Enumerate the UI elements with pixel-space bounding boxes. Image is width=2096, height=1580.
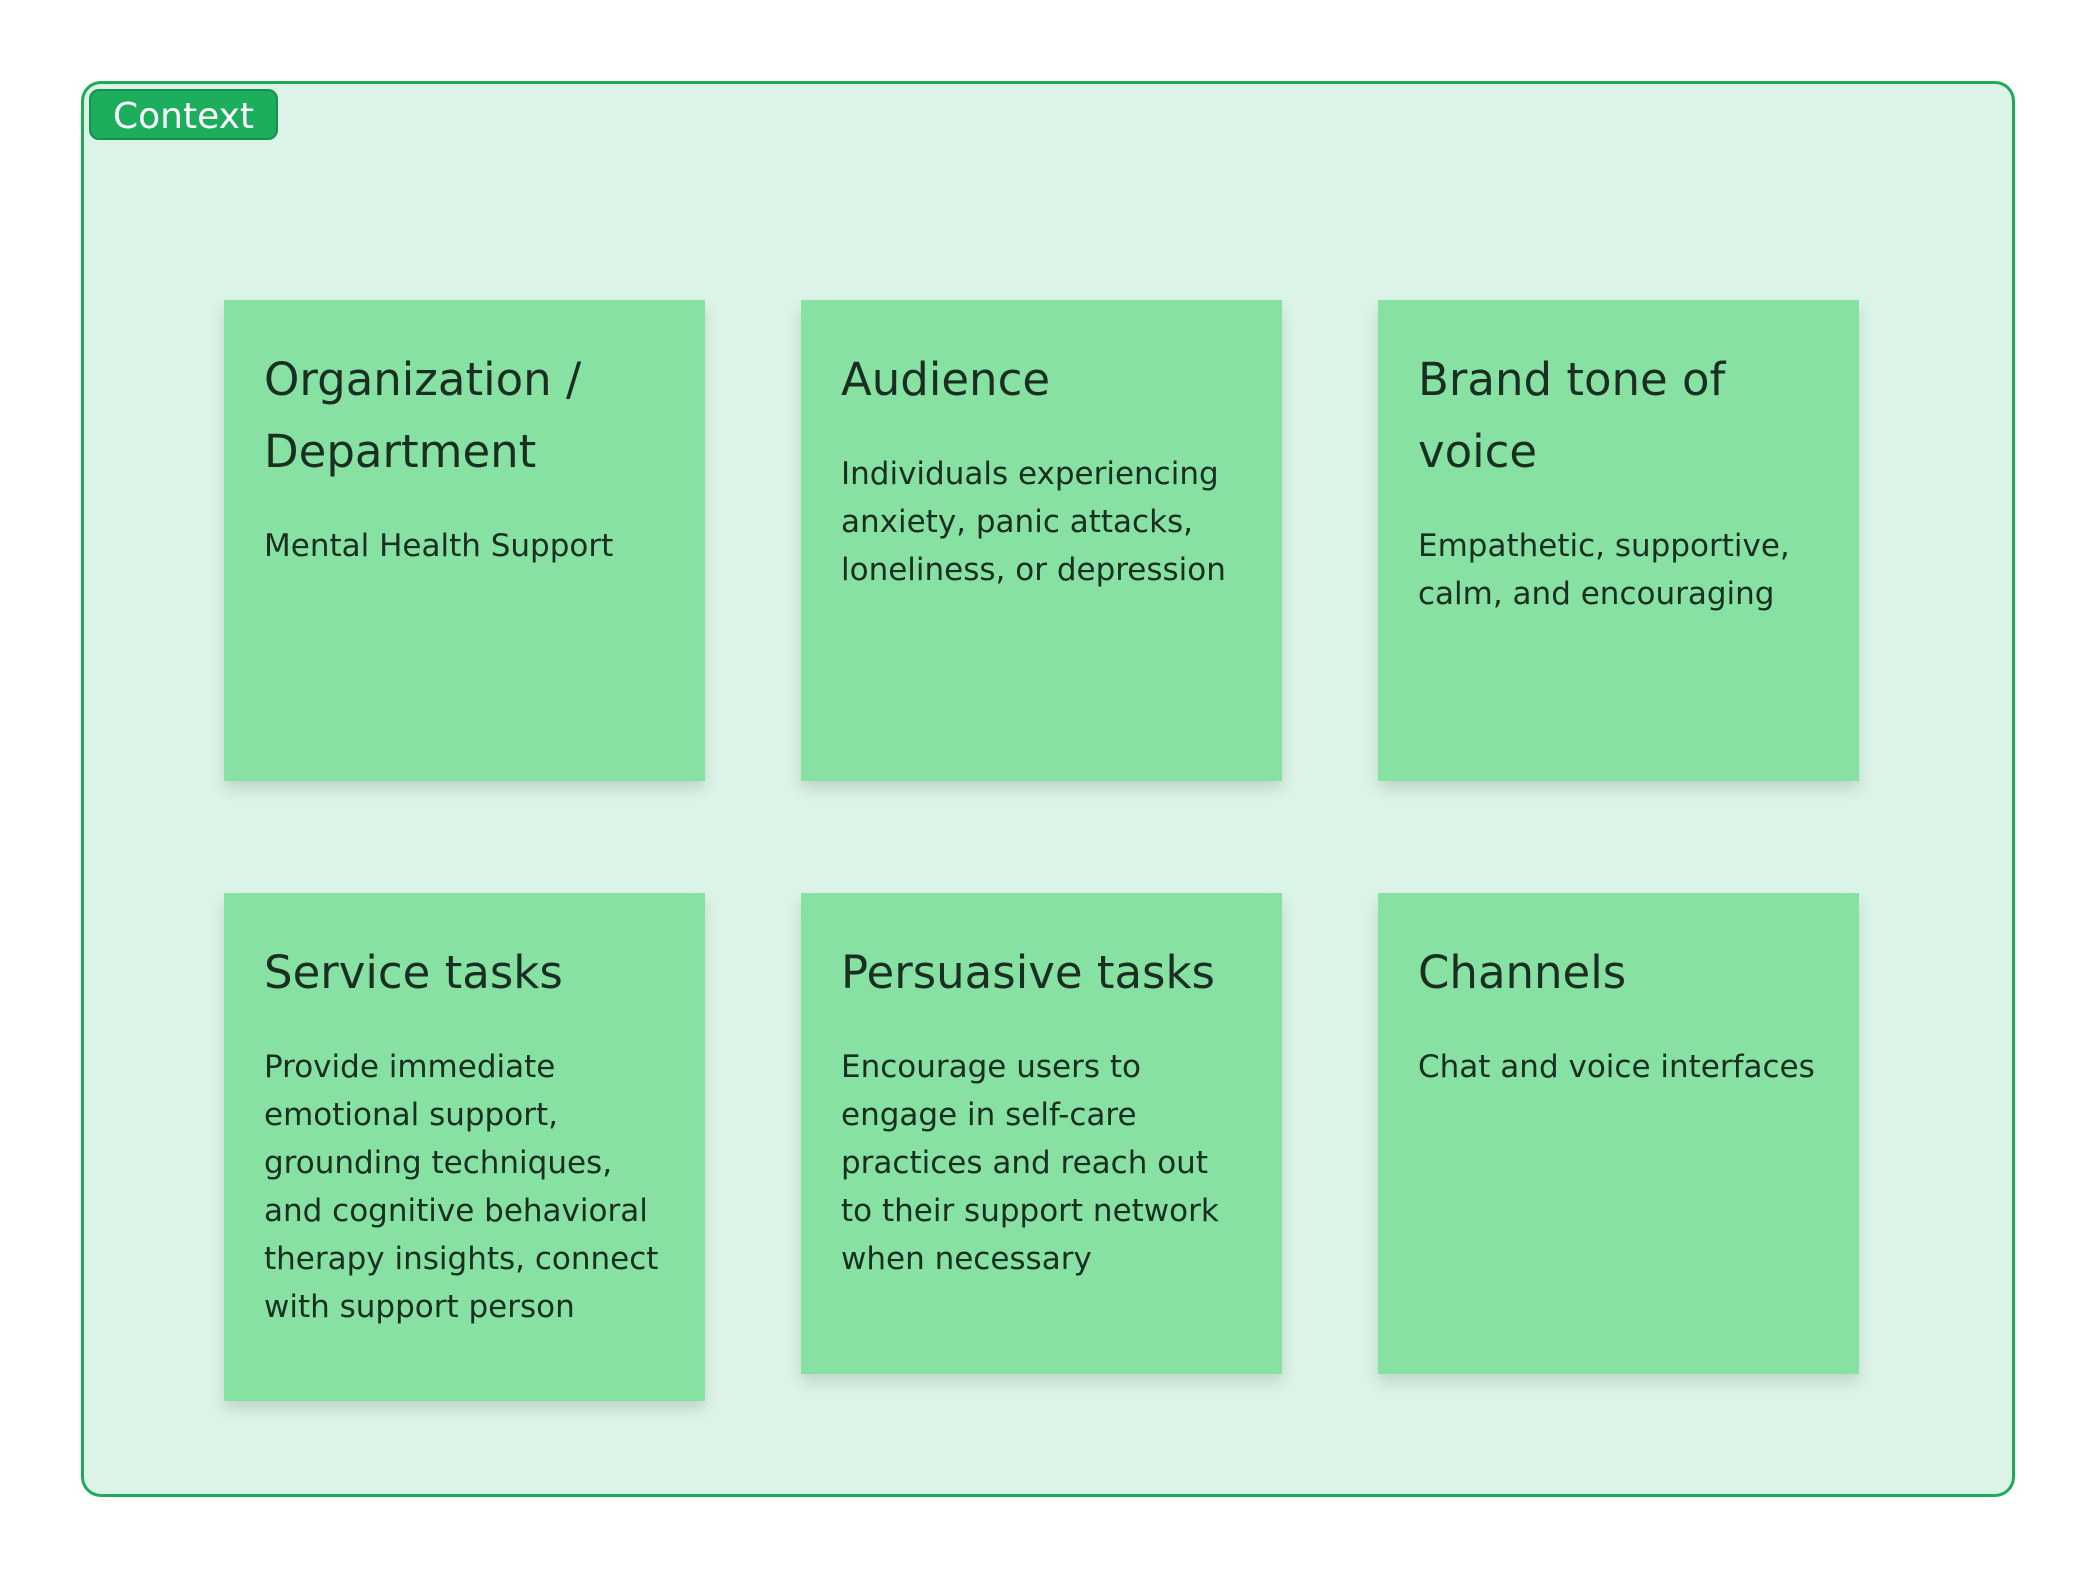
sticky-note-organization[interactable]: Organization / Department Mental Health … [224,300,705,781]
sticky-note-channels[interactable]: Channels Chat and voice interfaces [1378,893,1859,1374]
note-body: Encourage users to engage in self-care p… [841,1049,1219,1277]
note-title: Organization / Department [264,353,582,478]
note-title: Audience [841,353,1051,406]
note-body: Chat and voice interfaces [1418,1049,1815,1085]
note-title: Brand tone of voice [1418,353,1726,478]
sticky-note-audience[interactable]: Audience Individuals experiencing anxiet… [801,300,1282,781]
frame-label: Context [89,89,279,140]
note-body: Empathetic, supportive, calm, and encour… [1418,528,1790,612]
note-body: Mental Health Support [264,528,614,564]
note-body: Provide immediate emotional support, gro… [264,1049,659,1325]
sticky-note-service-tasks[interactable]: Service tasks Provide immediate emotiona… [224,893,705,1401]
note-title: Service tasks [264,946,563,999]
note-body: Individuals experiencing anxiety, panic … [841,456,1226,588]
note-title: Persuasive tasks [841,946,1215,999]
sticky-note-brand-tone[interactable]: Brand tone of voice Empathetic, supporti… [1378,300,1859,781]
sticky-note-persuasive-tasks[interactable]: Persuasive tasks Encourage users to enga… [801,893,1282,1374]
note-title: Channels [1418,946,1627,999]
